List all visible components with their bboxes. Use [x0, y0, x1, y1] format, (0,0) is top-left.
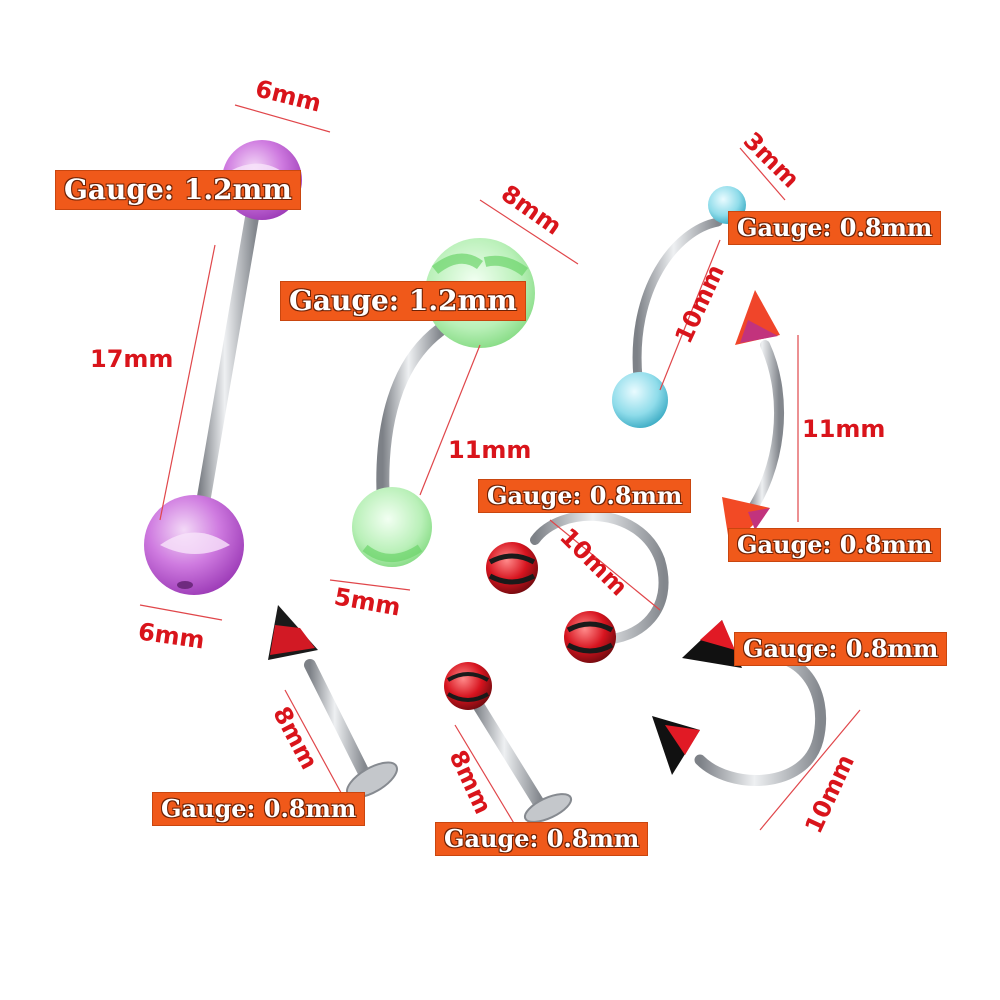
dim-line-eyebrow-ball [739, 147, 786, 201]
gauge-label-labret-ball: Gauge: 0.8mm [435, 822, 649, 856]
labret-ball-disc [523, 793, 573, 823]
gauge-label-spike-banana: Gauge: 0.8mm [728, 528, 942, 562]
dim-line-belly-length [419, 344, 481, 496]
eyebrow-barbell [612, 186, 746, 428]
dimension-lines [139, 104, 861, 831]
circular-ball-left-stripes [488, 553, 536, 585]
belly-ball-bottom [352, 487, 432, 567]
labret-spike [268, 605, 398, 799]
horseshoe-bar [694, 650, 827, 786]
gauge-label-barbell: Gauge: 1.2mm [55, 170, 301, 210]
eyebrow-bar [632, 217, 723, 383]
circular-ball-left [486, 542, 538, 594]
dim-line-barbell-bottom [139, 604, 223, 621]
labret-ball [444, 662, 573, 823]
eyebrow-ball-bottom [612, 372, 668, 428]
dim-spike-banana-length: 11mm [802, 415, 886, 443]
dim-line-belly-bottom [329, 579, 411, 591]
gauge-label-labret-spike: Gauge: 0.8mm [152, 792, 366, 826]
gauge-label-horseshoe: Gauge: 0.8mm [734, 632, 948, 666]
labret-ball-bar [469, 694, 546, 811]
horseshoe-cone-top [682, 620, 742, 668]
dim-line-belly-top [479, 199, 579, 265]
horseshoe-cone-bottom-stripe [665, 725, 700, 755]
gauge-label-belly: Gauge: 1.2mm [280, 281, 526, 321]
barbell-bar [193, 193, 262, 527]
labret-ball-stripes [446, 672, 490, 702]
dim-belly-length: 11mm [448, 436, 532, 464]
gauge-label-eyebrow: Gauge: 0.8mm [728, 211, 942, 245]
labret-ball-ball [444, 662, 492, 710]
circular-barbell [486, 510, 669, 663]
dim-line-circular [549, 519, 661, 611]
dim-line-labret-spike [284, 689, 346, 801]
dim-line-eyebrow-length [659, 239, 721, 391]
dim-barbell-length: 17mm [90, 345, 174, 373]
circular-ball-right-stripes [566, 621, 614, 654]
belly-ball-top-pattern [431, 253, 528, 277]
horseshoe-cone-bottom [652, 716, 700, 775]
labret-spike-bar [304, 659, 371, 781]
dim-line-horseshoe [759, 709, 861, 831]
spike-banana-cone-bottom-stripe [748, 508, 770, 530]
horseshoe-ring [652, 620, 827, 786]
barbell-ball-bottom-swirl [160, 532, 230, 554]
belly-ball-bottom-pattern [362, 544, 423, 562]
gauge-label-circular: Gauge: 0.8mm [478, 479, 692, 513]
dim-line-labret-ball [454, 724, 516, 826]
labret-spike-cone-stripe [270, 625, 315, 655]
dim-line-barbell-length [159, 244, 216, 521]
spike-banana-bar [743, 340, 784, 520]
horseshoe-cone-top-stripe [700, 620, 735, 650]
circular-ball-right [564, 611, 616, 663]
spike-banana [722, 290, 784, 548]
circular-bar [530, 510, 669, 645]
dim-line-barbell-top [234, 104, 331, 133]
spike-banana-cone-top-stripe [740, 320, 778, 343]
barbell-ball-hole [177, 581, 193, 589]
